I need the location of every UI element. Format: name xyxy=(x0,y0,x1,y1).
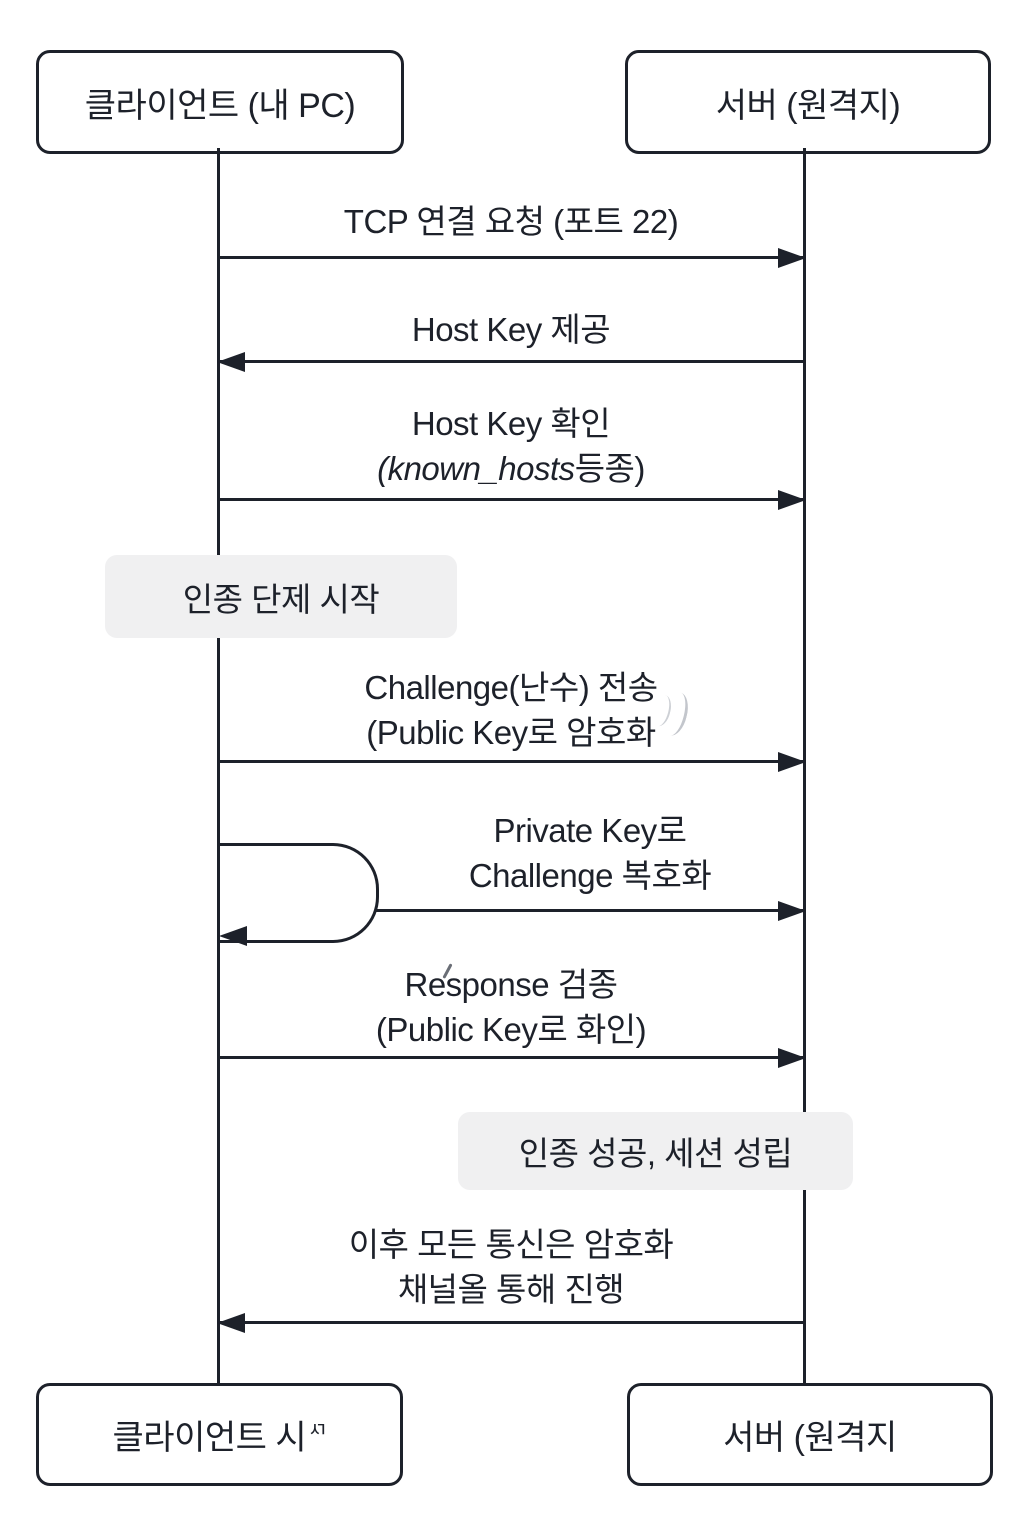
garbled-suffix: ㅺ xyxy=(308,1419,327,1442)
arrowhead-left-icon xyxy=(219,926,247,946)
actor-client-top: 클라이언트 (내 PC) xyxy=(36,50,404,154)
note-auth-start: 인종 단제 시작 xyxy=(105,555,457,638)
actor-client-bottom: 클라이언트 시ㅺ xyxy=(36,1383,403,1486)
message-label-response-verify: Response 검종 (Public Key로 화인) xyxy=(375,966,647,1048)
actor-server-top: 서버 (원격지) xyxy=(625,50,991,154)
self-loop-client xyxy=(219,843,379,943)
message-label-challenge: Challenge(난수) 전송 (Public Key로 암호화 xyxy=(364,669,658,751)
message-label-decrypt: Private Key로 Challenge 복호화 xyxy=(468,812,712,894)
message-arrow-decrypt xyxy=(376,900,806,921)
message-label-hostkey-verify: Host Key 확인 (known_hosts등종) xyxy=(377,405,645,487)
note-auth-success: 인종 성공, 세션 성립 xyxy=(458,1112,853,1190)
message-label-tcp-request: TCP 연결 요청 (포트 22) xyxy=(343,203,679,240)
arrowhead-left-icon xyxy=(217,1312,245,1333)
actor-client-top-label: 클라이언트 (내 PC) xyxy=(84,86,356,125)
message-arrow-hostkey-provide xyxy=(217,351,804,372)
actor-server-bottom: 서버 (원격지 xyxy=(627,1383,993,1486)
arrowhead-left-icon xyxy=(217,351,245,372)
message-label-encrypted-channel: 이후 모든 통신은 암호화 채널올 통해 진행 xyxy=(348,1226,674,1308)
actor-client-bottom-label: 클라이언트 시ㅺ xyxy=(112,1419,328,1457)
message-arrow-response-verify xyxy=(219,1047,806,1068)
arrowhead-right-icon xyxy=(778,1047,806,1068)
arrowhead-right-icon xyxy=(778,489,806,510)
arrowhead-right-icon xyxy=(778,751,806,772)
actor-server-top-label: 서버 (원격지) xyxy=(715,86,901,125)
note-auth-success-label: 인종 성공, 세션 성립 xyxy=(518,1135,793,1172)
message-arrow-challenge xyxy=(219,751,806,772)
message-label-hostkey-provide: Host Key 제공 xyxy=(411,311,611,348)
actor-server-bottom-label: 서버 (원격지 xyxy=(723,1419,897,1457)
note-auth-start-label: 인종 단제 시작 xyxy=(182,580,380,618)
arrowhead-right-icon xyxy=(778,900,806,921)
message-arrow-encrypted-channel xyxy=(217,1312,804,1333)
arrowhead-right-icon xyxy=(778,247,806,268)
message-arrow-tcp-request xyxy=(219,247,806,268)
known-hosts-italic: (known_hosts xyxy=(377,450,575,487)
message-arrow-hostkey-verify xyxy=(219,489,806,510)
lifeline-client xyxy=(217,148,220,1385)
